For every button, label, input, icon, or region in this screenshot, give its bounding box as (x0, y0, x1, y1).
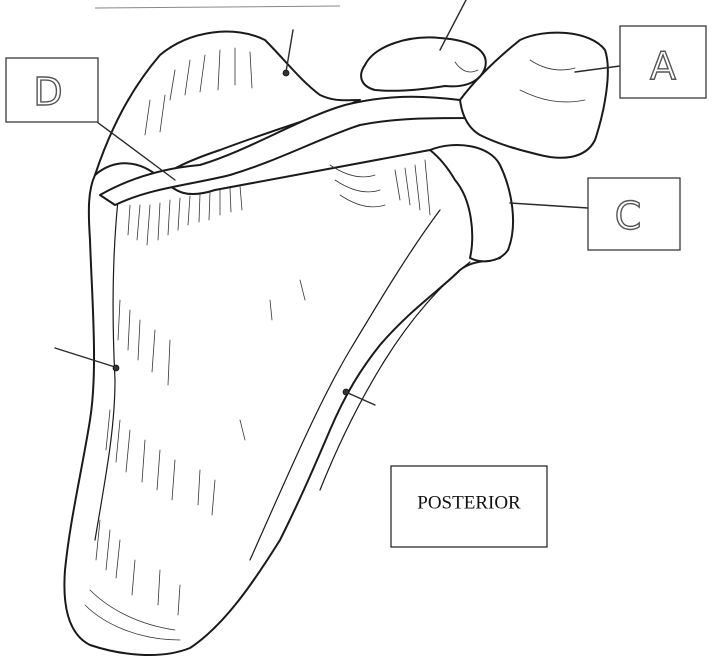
pin-supraspinous (283, 70, 289, 76)
leader-c (510, 203, 588, 208)
coracoid-process (361, 37, 486, 90)
label-d: D (33, 70, 62, 114)
leader-lateral-border (348, 393, 375, 405)
label-a: A (650, 44, 676, 88)
label-a-group: A (620, 26, 706, 98)
pin-lateral-border (343, 389, 349, 395)
scapula-outline (64, 150, 509, 655)
label-c: C (615, 194, 642, 238)
scapula-body (64, 32, 513, 655)
label-c-group: C (588, 178, 680, 250)
view-caption: POSTERIOR (417, 493, 521, 514)
top-rule (95, 6, 340, 8)
view-caption-group: POSTERIOR (391, 466, 547, 547)
label-d-group: D (6, 58, 98, 122)
pin-medial-border (113, 365, 119, 371)
